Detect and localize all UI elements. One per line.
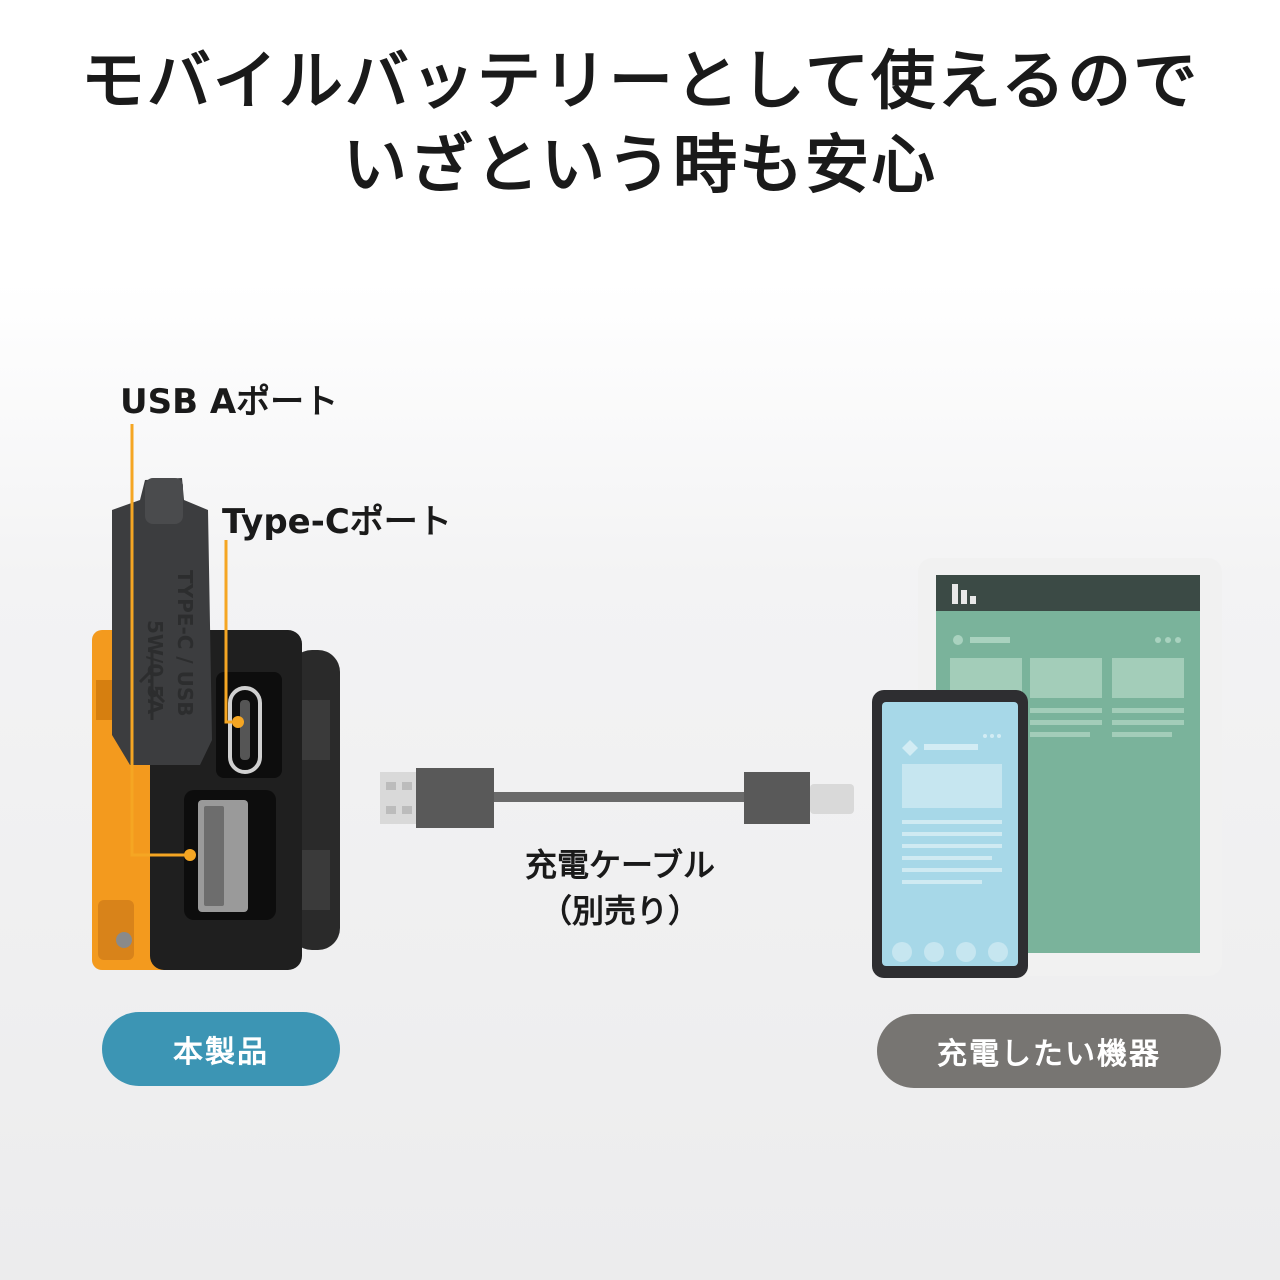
charging-cable xyxy=(380,768,854,828)
product-device: 5W/0.5A TYPE-C / USB xyxy=(92,478,340,970)
headline: モバイルバッテリーとして使えるので いざという時も安心 xyxy=(0,40,1280,208)
headline-line-1: モバイルバッテリーとして使えるので xyxy=(80,45,1200,119)
device-badge: 充電したい機器 xyxy=(877,1014,1221,1088)
phone-device xyxy=(872,690,1028,978)
usb-a-port-label: USB Aポート xyxy=(120,382,339,422)
cable-label: 充電ケーブル （別売り） xyxy=(500,842,740,934)
type-c-port-label: Type-Cポート xyxy=(222,502,452,542)
headline-line-2: いざという時も安心 xyxy=(343,129,937,203)
usb-a-callout-line xyxy=(130,424,190,857)
product-badge: 本製品 xyxy=(102,1012,340,1086)
cable-label-line-1: 充電ケーブル xyxy=(524,846,716,884)
usb-symbol-icon xyxy=(138,650,166,720)
cap-ports-text: TYPE-C / USB xyxy=(173,570,197,717)
cable-label-line-2: （別売り） xyxy=(539,892,700,930)
